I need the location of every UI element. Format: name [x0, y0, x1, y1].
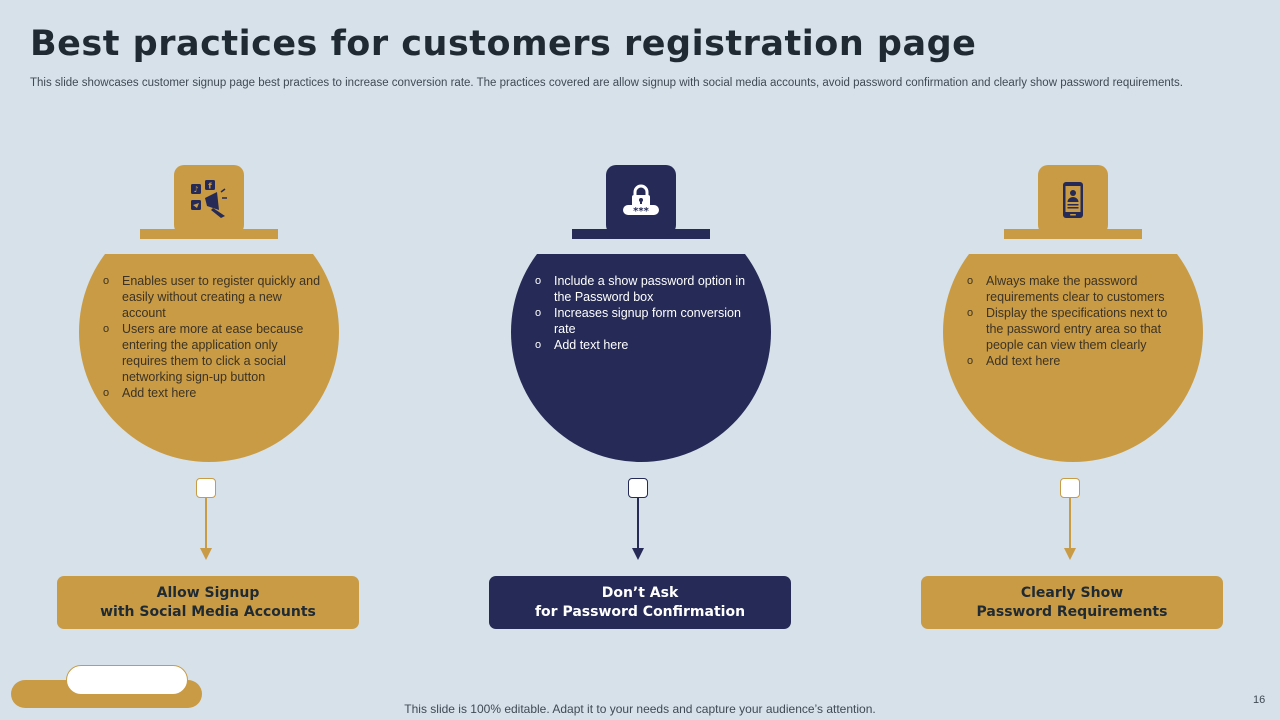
- connector-box: [1060, 478, 1080, 498]
- description-circle: Enables user to register quickly and eas…: [79, 254, 339, 462]
- arrow-down-icon: [632, 548, 644, 560]
- bullet-item: Include a show password option in the Pa…: [535, 273, 755, 305]
- practice-card-password-requirements: Always make the password requirements cl…: [921, 160, 1223, 640]
- practice-label: Don’t Ask for Password Confirmation: [489, 576, 791, 629]
- arrow-down-icon: [200, 548, 212, 560]
- practice-label: Clearly Show Password Requirements: [921, 576, 1223, 629]
- bullet-list: Always make the password requirements cl…: [967, 273, 1187, 369]
- description-circle: Always make the password requirements cl…: [943, 254, 1203, 462]
- connector-box: [628, 478, 648, 498]
- svg-text:f: f: [208, 182, 212, 191]
- svg-text:***: ***: [633, 206, 649, 217]
- practice-card-password-confirmation: *** Include a show password option in th…: [489, 160, 791, 640]
- connector-line: [205, 498, 207, 550]
- bullet-item: Add text here: [103, 385, 323, 401]
- page-title: Best practices for customers registratio…: [30, 24, 977, 64]
- connector-line: [637, 498, 639, 550]
- decorative-pill-inner: [66, 665, 188, 695]
- connector-line: [1069, 498, 1071, 550]
- password-lock-icon: ***: [623, 184, 659, 217]
- practice-card-social-signup: ♪ f Enables user to register quickly and…: [57, 160, 359, 640]
- mobile-profile-icon: [1063, 182, 1083, 218]
- practice-label: Allow Signup with Social Media Accounts: [57, 576, 359, 629]
- bullet-item: Add text here: [535, 337, 755, 353]
- connector-box: [196, 478, 216, 498]
- icon-tab: ***: [606, 165, 676, 235]
- svg-text:♪: ♪: [193, 185, 198, 194]
- bullet-item: Users are more at ease because entering …: [103, 321, 323, 385]
- social-media-icon: ♪ f: [191, 180, 227, 218]
- bullet-item: Display the specifications next to the p…: [967, 305, 1187, 353]
- icon-tab: ♪ f: [174, 165, 244, 235]
- icon-tab: [1038, 165, 1108, 235]
- bullet-item: Add text here: [967, 353, 1187, 369]
- bullet-list: Enables user to register quickly and eas…: [103, 273, 323, 401]
- footer-note: This slide is 100% editable. Adapt it to…: [404, 702, 876, 716]
- arrow-down-icon: [1064, 548, 1076, 560]
- bullet-item: Always make the password requirements cl…: [967, 273, 1187, 305]
- page-subtitle: This slide showcases customer signup pag…: [30, 77, 1183, 89]
- bullet-item: Increases signup form conversion rate: [535, 305, 755, 337]
- bullet-list: Include a show password option in the Pa…: [535, 273, 755, 353]
- bullet-item: Enables user to register quickly and eas…: [103, 273, 323, 321]
- page-number: 16: [1253, 694, 1266, 706]
- description-circle: Include a show password option in the Pa…: [511, 254, 771, 462]
